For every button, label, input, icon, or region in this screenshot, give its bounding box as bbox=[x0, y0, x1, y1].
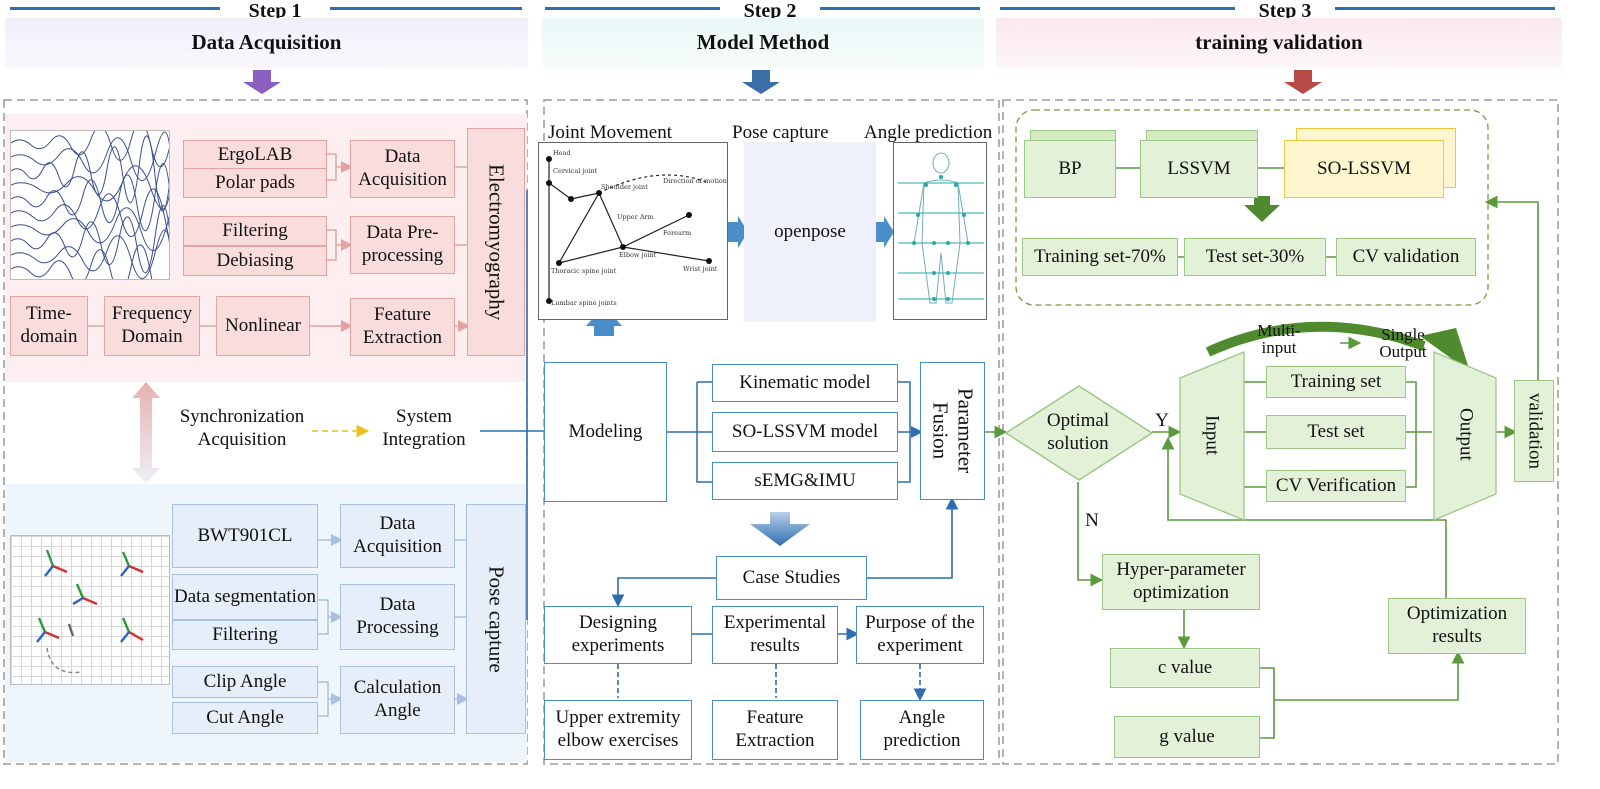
joint-label-elbow: Elbow joint bbox=[619, 251, 657, 259]
feature-frequency-domain: Frequency Domain bbox=[104, 296, 200, 356]
system-integration-label: System Integration bbox=[382, 406, 466, 450]
input-trapezoid bbox=[1179, 351, 1245, 521]
pose-input-bwt901cl: BWT901CL bbox=[172, 504, 318, 568]
step2-label: Step 2 bbox=[743, 0, 797, 22]
hyper-parameter-box: Hyper-parameter optimization bbox=[1102, 554, 1260, 610]
emg-input-polar-pads: Polar pads bbox=[183, 168, 327, 198]
joint-label-thoracic: Thoracic spine joint bbox=[551, 267, 617, 275]
emg-signal-image bbox=[10, 130, 170, 280]
step3-bar-left bbox=[1000, 7, 1235, 10]
validation-box: validation bbox=[1514, 380, 1554, 482]
pose-input-filtering: Filtering bbox=[172, 620, 318, 650]
step2-bar-left bbox=[545, 7, 720, 10]
panel-title-angle-prediction: Angle prediction bbox=[864, 122, 993, 143]
feature-nonlinear: Nonlinear bbox=[216, 296, 310, 356]
sync-acquisition-label: Synchronization Acquisition bbox=[179, 406, 305, 450]
model-lssvm: LSSVM bbox=[1140, 140, 1258, 198]
out-angle-prediction: Angle prediction bbox=[860, 700, 984, 760]
split-training: Training set-70% bbox=[1022, 238, 1178, 276]
step1-bar-left bbox=[10, 7, 220, 10]
modeling-box: Modeling bbox=[544, 362, 667, 502]
joint-label-lumbar: Lumbar spine joints bbox=[551, 299, 617, 307]
step1-title: Data Acquisition bbox=[191, 30, 342, 54]
joint-label-upper-arm: Upper Arm bbox=[617, 213, 654, 221]
pose-stage-data-processing: Data Processing bbox=[340, 584, 455, 650]
openpose-panel: openpose bbox=[744, 142, 876, 322]
electromyography-label: Electromyography bbox=[467, 128, 525, 356]
yes-label: Y bbox=[1155, 410, 1169, 431]
emg-input-filtering: Filtering bbox=[183, 216, 327, 246]
angle-prediction-figure bbox=[893, 142, 987, 320]
model-so-lssvm: SO-LSSVM model bbox=[712, 412, 898, 452]
step3-title-bg bbox=[996, 18, 1562, 68]
emg-stage-data-acquisition: Data Acquisition bbox=[350, 140, 455, 198]
split-test: Test set-30% bbox=[1184, 238, 1326, 276]
pose-stage-data-acquisition: Data Acquisition bbox=[340, 504, 455, 568]
parameter-fusion-box: Parameter Fusion bbox=[920, 362, 985, 500]
feature-time-domain: Time-domain bbox=[10, 296, 88, 356]
joint-label-forearm: Forearm bbox=[663, 229, 691, 237]
joint-label-head: Head bbox=[553, 149, 571, 157]
g-value-box: g value bbox=[1114, 716, 1260, 758]
panel-title-pose-capture: Pose capture bbox=[732, 122, 829, 143]
step3-label: Step 3 bbox=[1258, 0, 1312, 22]
joint-label-cervical: Cervical joint bbox=[553, 167, 598, 175]
joint-movement-diagram: Head Cervical joint Shoulder joint Direc… bbox=[538, 142, 728, 320]
input-label: Input bbox=[1201, 414, 1223, 456]
emg-input-debiasing: Debiasing bbox=[183, 246, 327, 276]
model-so-lssvm-final: SO-LSSVM bbox=[1284, 140, 1444, 198]
single-output-label: Single Output bbox=[1379, 325, 1427, 361]
joint-label-shoulder: Shoulder joint bbox=[601, 183, 648, 191]
pose-input-cut-angle: Cut Angle bbox=[172, 702, 318, 734]
pose-input-clip-angle: Clip Angle bbox=[172, 666, 318, 698]
pose-stage-calculation-angle: Calculation Angle bbox=[340, 666, 455, 734]
step1-title-bg bbox=[5, 18, 528, 68]
exp-results: Experimental results bbox=[712, 606, 838, 664]
pose-capture-label: Pose capture bbox=[466, 504, 526, 734]
step2-title: Model Method bbox=[696, 30, 830, 54]
pose-input-data-segmentation: Data segmentation bbox=[172, 574, 318, 620]
joint-label-wrist: Wrist joint bbox=[683, 265, 718, 273]
output-trapezoid bbox=[1433, 351, 1497, 521]
step3-title: training validation bbox=[1195, 30, 1363, 54]
joint-label-direction: Direction of motion bbox=[663, 177, 727, 185]
exp-purpose: Purpose of the experiment bbox=[856, 606, 984, 664]
step1-label: Step 1 bbox=[248, 0, 302, 22]
set-test: Test set bbox=[1266, 415, 1406, 449]
output-label: Output bbox=[1455, 407, 1477, 461]
emg-input-ergolab: ErgoLAB bbox=[183, 140, 327, 170]
emg-waveform bbox=[11, 131, 169, 279]
body-keypoints bbox=[898, 152, 984, 304]
case-studies-box: Case Studies bbox=[716, 556, 867, 600]
exp-designing: Designing experiments bbox=[544, 606, 692, 664]
optimization-results-box: Optimization results bbox=[1388, 598, 1526, 654]
out-feature-extraction: Feature Extraction bbox=[712, 700, 838, 760]
no-label: N bbox=[1085, 510, 1099, 531]
out-elbow-exercises: Upper extremity elbow exercises bbox=[544, 700, 692, 760]
emg-stage-feature-extraction: Feature Extraction bbox=[350, 298, 455, 356]
split-cv: CV validation bbox=[1336, 238, 1476, 276]
optimal-solution-diamond bbox=[1004, 385, 1154, 481]
model-semg-imu: sEMG&IMU bbox=[712, 462, 898, 500]
step2-title-bg bbox=[542, 18, 984, 68]
model-kinematic: Kinematic model bbox=[712, 364, 898, 402]
joint-skeleton: Head Cervical joint Shoulder joint Direc… bbox=[546, 149, 727, 307]
step3-bar-right bbox=[1335, 7, 1555, 10]
step1-bar-right bbox=[330, 7, 522, 10]
set-training: Training set bbox=[1266, 366, 1406, 398]
multi-input-label: Multi-input bbox=[1257, 321, 1301, 357]
set-cv: CV Verification bbox=[1266, 470, 1406, 502]
imu-axes-drawing bbox=[36, 549, 144, 674]
panel-title-joint-movement: Joint Movement bbox=[548, 122, 673, 143]
c-value-box: c value bbox=[1110, 648, 1260, 688]
optimal-solution-label: Optimal solution bbox=[1046, 410, 1110, 454]
step2-bar-right bbox=[820, 7, 980, 10]
emg-stage-preprocessing: Data Pre-processing bbox=[350, 216, 455, 274]
imu-pose-image bbox=[10, 535, 170, 685]
model-bp: BP bbox=[1024, 140, 1116, 198]
